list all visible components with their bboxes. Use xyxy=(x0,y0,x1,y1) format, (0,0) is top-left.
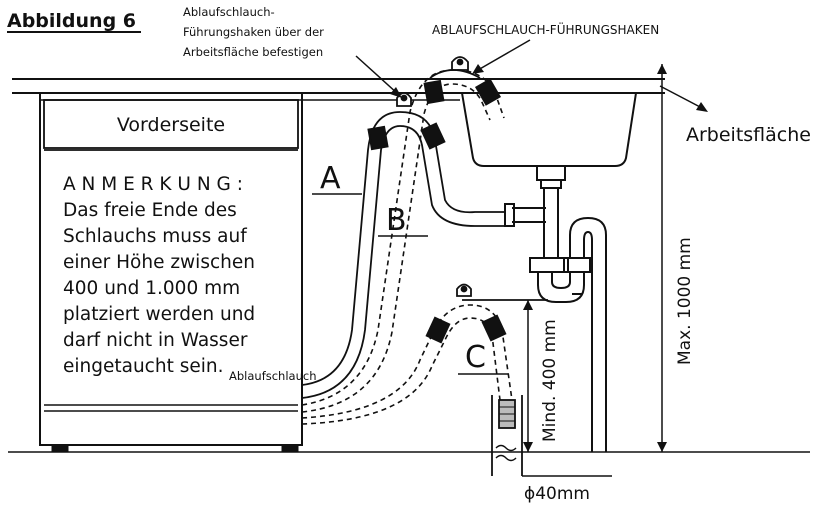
hook-above-counter-callout: Ablaufschlauch- Führungshaken über der A… xyxy=(183,5,402,98)
note-line: Das freie Ende des xyxy=(63,200,237,221)
figure-title: Abbildung 6 xyxy=(7,10,136,32)
note-line: 400 und 1.000 mm xyxy=(63,278,240,299)
callout-line: Führungshaken über der xyxy=(183,25,324,39)
option-letters: A B C xyxy=(312,161,508,375)
min-height-dimension xyxy=(523,300,533,452)
note-heading: A N M E R K U N G : xyxy=(63,174,243,195)
note-line: platziert werden und xyxy=(63,304,255,325)
callout-line: Arbeitsfläche befestigen xyxy=(183,45,323,59)
note-line: einer Höhe zwischen xyxy=(63,252,255,273)
drain-hose-label: Ablaufschlauch xyxy=(229,369,317,383)
drain-hose-b xyxy=(301,69,505,413)
callout-line: Ablaufschlauch- xyxy=(183,5,275,19)
note-block: A N M E R K U N G : Das freie Ende des S… xyxy=(63,174,255,377)
note-line: eingetaucht sein. xyxy=(63,356,223,377)
hose-guide-hook-callout: ABLAUFSCHLAUCH-FÜHRUNGSHAKEN xyxy=(432,21,659,74)
countertop-arrow xyxy=(659,85,708,112)
countertop-label: Arbeitsfläche xyxy=(686,124,811,146)
note-line: Schlauchs muss auf xyxy=(63,226,247,247)
letter-c: C xyxy=(465,340,486,375)
countertop xyxy=(12,78,665,101)
standpipe xyxy=(491,395,612,477)
max-height-label: Max. 1000 mm xyxy=(675,237,695,365)
drain-hose-a xyxy=(301,111,506,399)
diameter-label: ϕ40mm xyxy=(524,484,590,504)
hose-guide-hook-top xyxy=(429,56,481,79)
drain-hose-c xyxy=(301,304,513,425)
letter-a: A xyxy=(320,161,341,196)
dishwasher xyxy=(39,92,303,453)
max-height-dimension xyxy=(657,64,667,452)
sink xyxy=(452,92,638,452)
front-label: Vorderseite xyxy=(117,114,225,136)
hose-guide-hook-label: ABLAUFSCHLAUCH-FÜHRUNGSHAKEN xyxy=(432,21,659,37)
note-line: darf nicht in Wasser xyxy=(63,330,248,351)
min-height-label: Mind. 400 mm xyxy=(540,319,560,442)
hose-guide-hook-c xyxy=(456,283,548,301)
letter-b: B xyxy=(386,203,407,238)
